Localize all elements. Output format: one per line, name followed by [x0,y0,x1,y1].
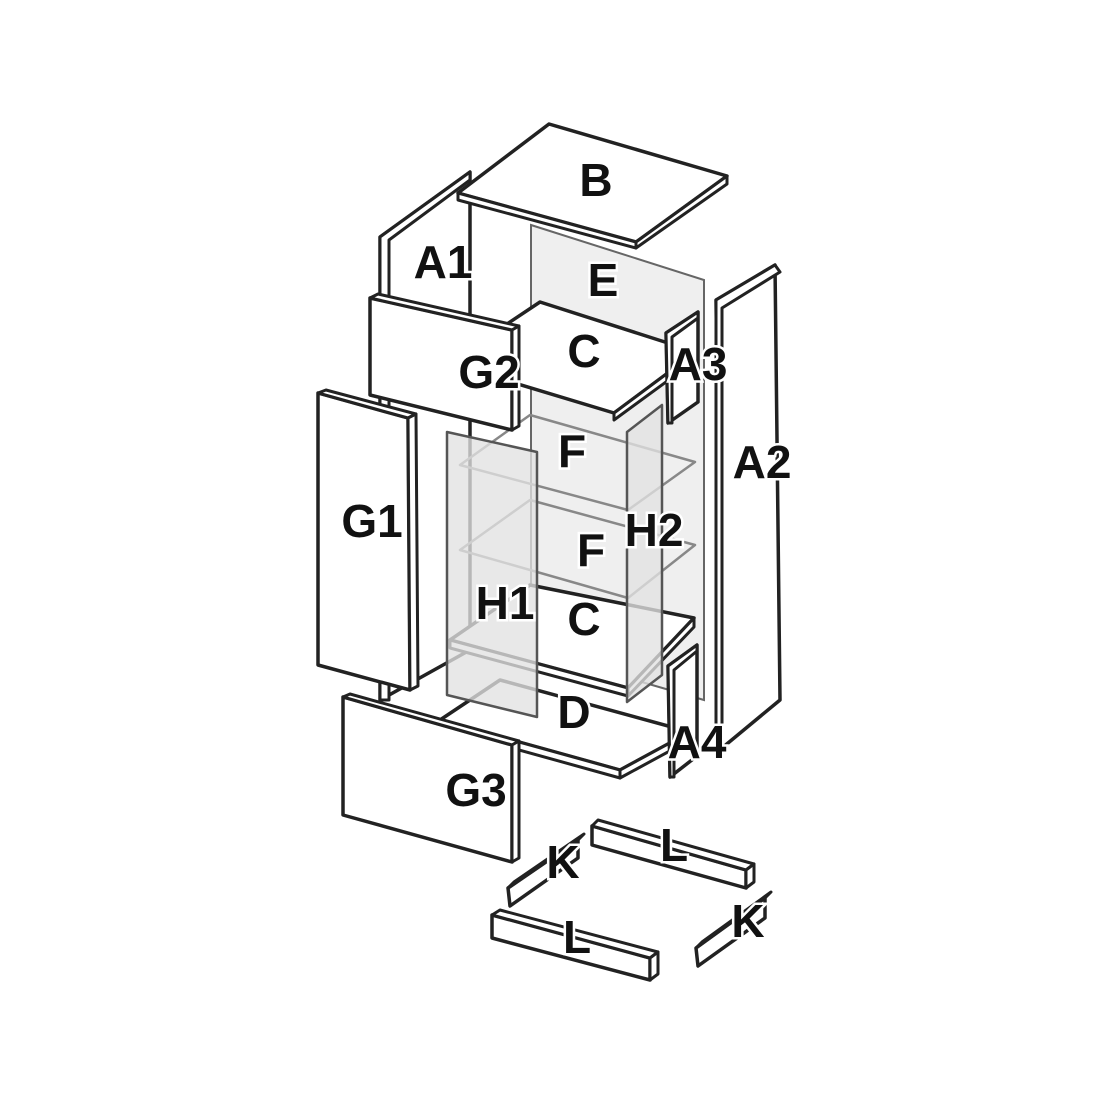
drawer-front-g3 [341,692,521,864]
label-c-lower: C [567,593,600,645]
label-g3: G3 [445,764,506,816]
label-b: B [579,154,612,206]
label-a1: A1 [414,236,473,288]
label-e: E [588,254,619,306]
plinth-k-left [506,832,586,908]
panel-a2-side-right [714,263,782,750]
label-a3: A3 [669,338,728,390]
label-k-right: K [731,895,764,947]
label-h1: H1 [476,577,535,629]
plinth-k-right [694,890,773,968]
panel-a3-strip [664,310,700,425]
door-g1 [316,388,420,692]
label-f-upper: F [558,425,586,477]
label-a4: A4 [668,716,727,768]
shelf-f-upper [458,413,697,512]
panel-a4-strip [666,643,699,779]
panel-b-top [456,122,729,250]
label-f-lower: F [577,524,605,576]
door-h1-glass [445,430,539,719]
door-h2-glass [625,403,664,704]
label-h2: H2 [625,504,684,556]
plinth-l-rear [590,818,756,890]
label-g1: G1 [341,495,402,547]
label-c-upper: C [567,325,600,377]
label-l-rear: L [660,819,688,871]
label-a2: A2 [733,436,792,488]
label-k-left: K [546,836,579,888]
label-l-front: L [563,911,591,963]
label-g2: G2 [458,346,519,398]
label-d: D [557,686,590,738]
plinth-l-front [490,908,660,982]
drawer-front-g2 [368,292,521,432]
